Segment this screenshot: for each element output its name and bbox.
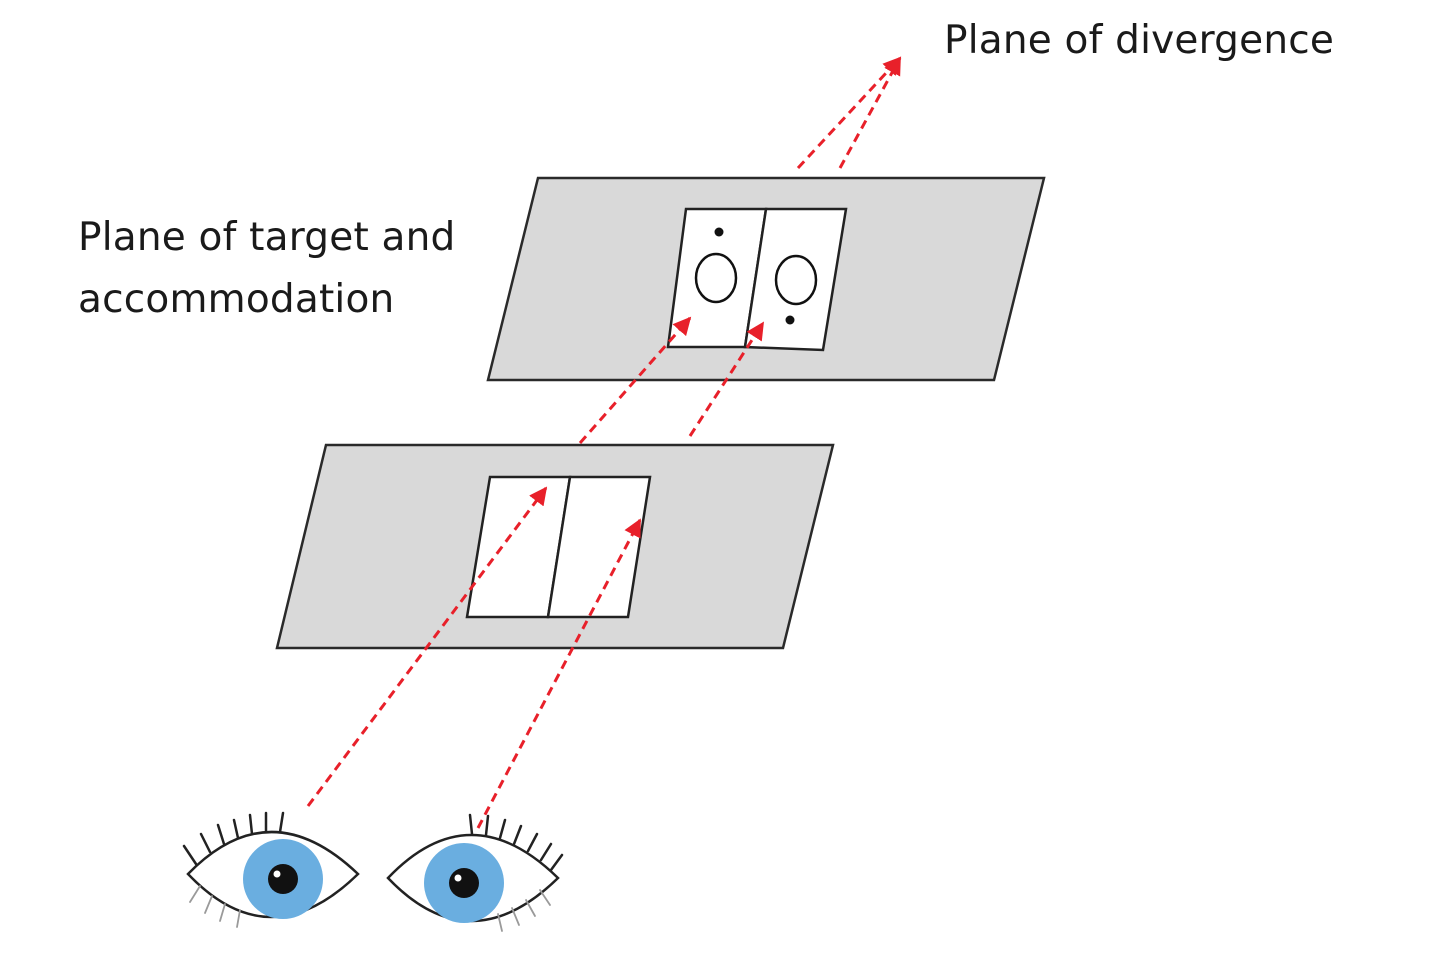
ray-left-eye-far bbox=[578, 316, 692, 444]
eye-icon bbox=[386, 813, 564, 932]
ray-right-eye-far bbox=[688, 321, 765, 437]
ray-divergence-2 bbox=[838, 56, 902, 169]
target-plane-label-line2: accommodation bbox=[78, 277, 395, 322]
target-plane-label-line1: Plane of target and bbox=[78, 215, 456, 260]
target-dot-left bbox=[714, 227, 724, 237]
target-ring-right bbox=[774, 254, 818, 306]
target-ring-left bbox=[694, 252, 738, 304]
ray-right-eye-near bbox=[476, 518, 642, 829]
target-card-right bbox=[743, 207, 848, 352]
divergence-plane-label: Plane of divergence bbox=[944, 18, 1335, 63]
ray-divergence-1 bbox=[796, 56, 902, 170]
near-card-right bbox=[546, 475, 652, 619]
ray-left-eye-near bbox=[306, 486, 548, 807]
sight-rays bbox=[306, 56, 902, 829]
target-dot-right bbox=[785, 315, 795, 325]
near-plane bbox=[275, 443, 835, 650]
target-card-left bbox=[666, 207, 768, 349]
target-plane bbox=[486, 176, 1046, 382]
target-plane-label: Plane of target and accommodation bbox=[78, 207, 456, 331]
eye-icon bbox=[182, 811, 360, 928]
